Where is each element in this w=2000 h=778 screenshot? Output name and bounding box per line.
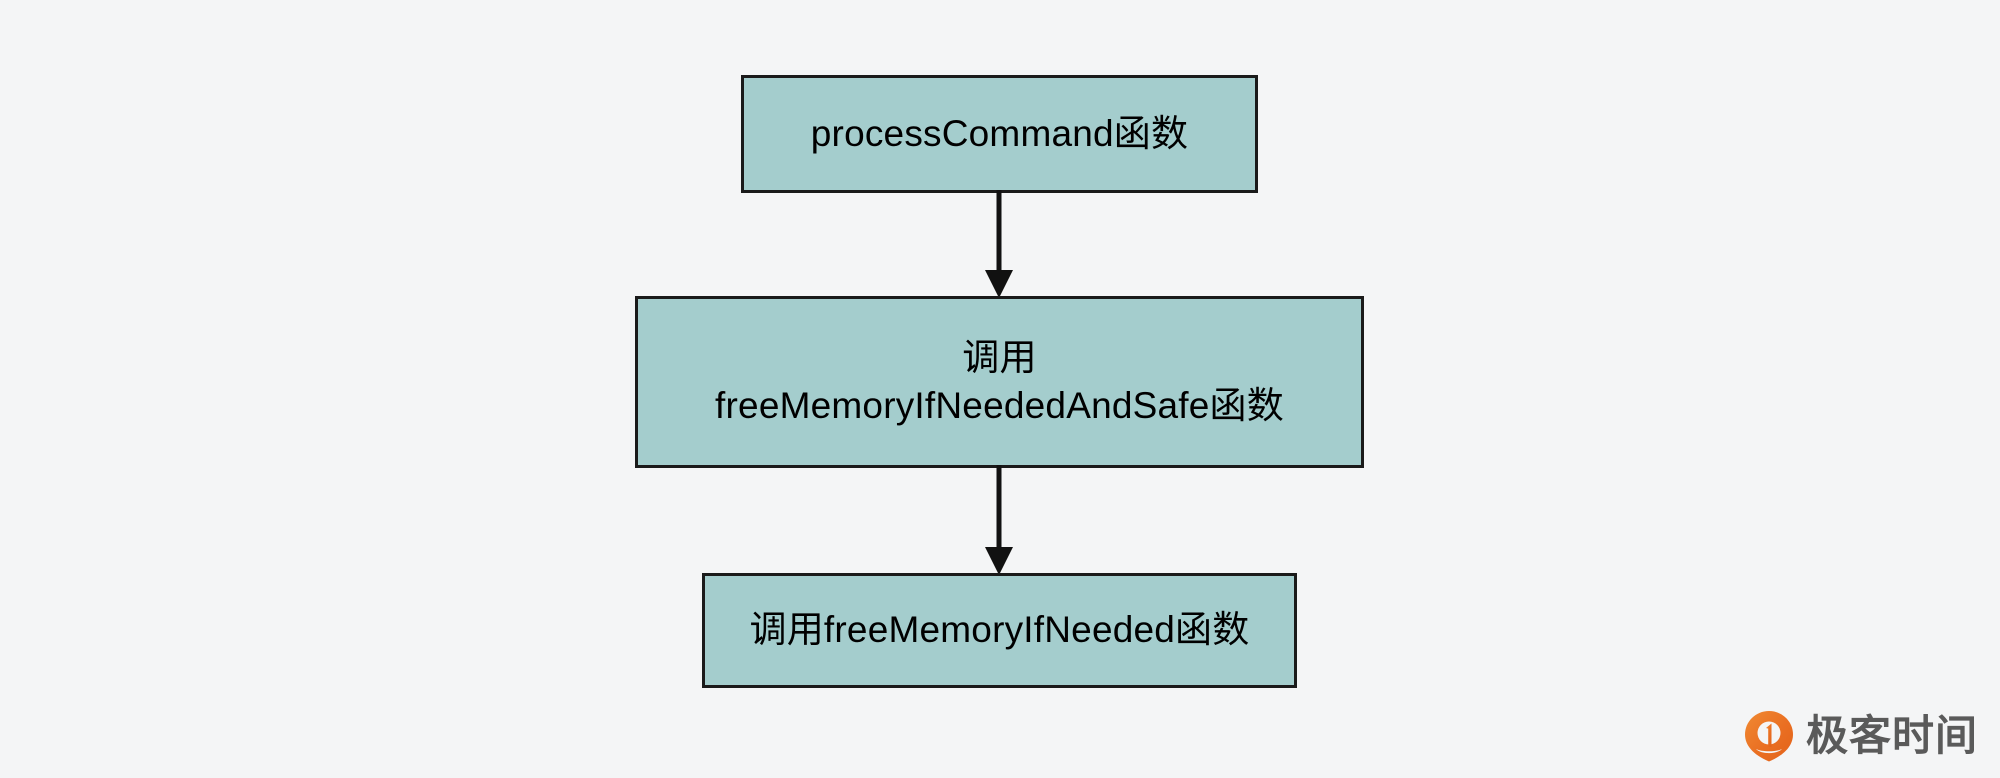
watermark: 极客时间 bbox=[1742, 706, 1982, 766]
flow-node-free-memory-if-needed-and-safe: 调用 freeMemoryIfNeededAndSafe函数 bbox=[635, 296, 1364, 468]
watermark-text: 极客时间 bbox=[1806, 712, 1979, 759]
flow-node-label: processCommand函数 bbox=[810, 112, 1189, 154]
flow-node-free-memory-if-needed: 调用freeMemoryIfNeeded函数 bbox=[702, 573, 1297, 688]
down-arrow-icon bbox=[985, 270, 1013, 298]
connector-arrow-2 bbox=[985, 465, 1013, 575]
flow-node-process-command: processCommand函数 bbox=[741, 75, 1258, 193]
flow-node-label: 调用 freeMemoryIfNeededAndSafe函数 bbox=[715, 336, 1284, 426]
down-arrow-icon bbox=[985, 547, 1013, 575]
geektime-pin-logo-icon bbox=[1745, 711, 1793, 762]
connector-arrow-1 bbox=[985, 190, 1013, 298]
flow-node-label: 调用freeMemoryIfNeeded函数 bbox=[749, 609, 1250, 651]
